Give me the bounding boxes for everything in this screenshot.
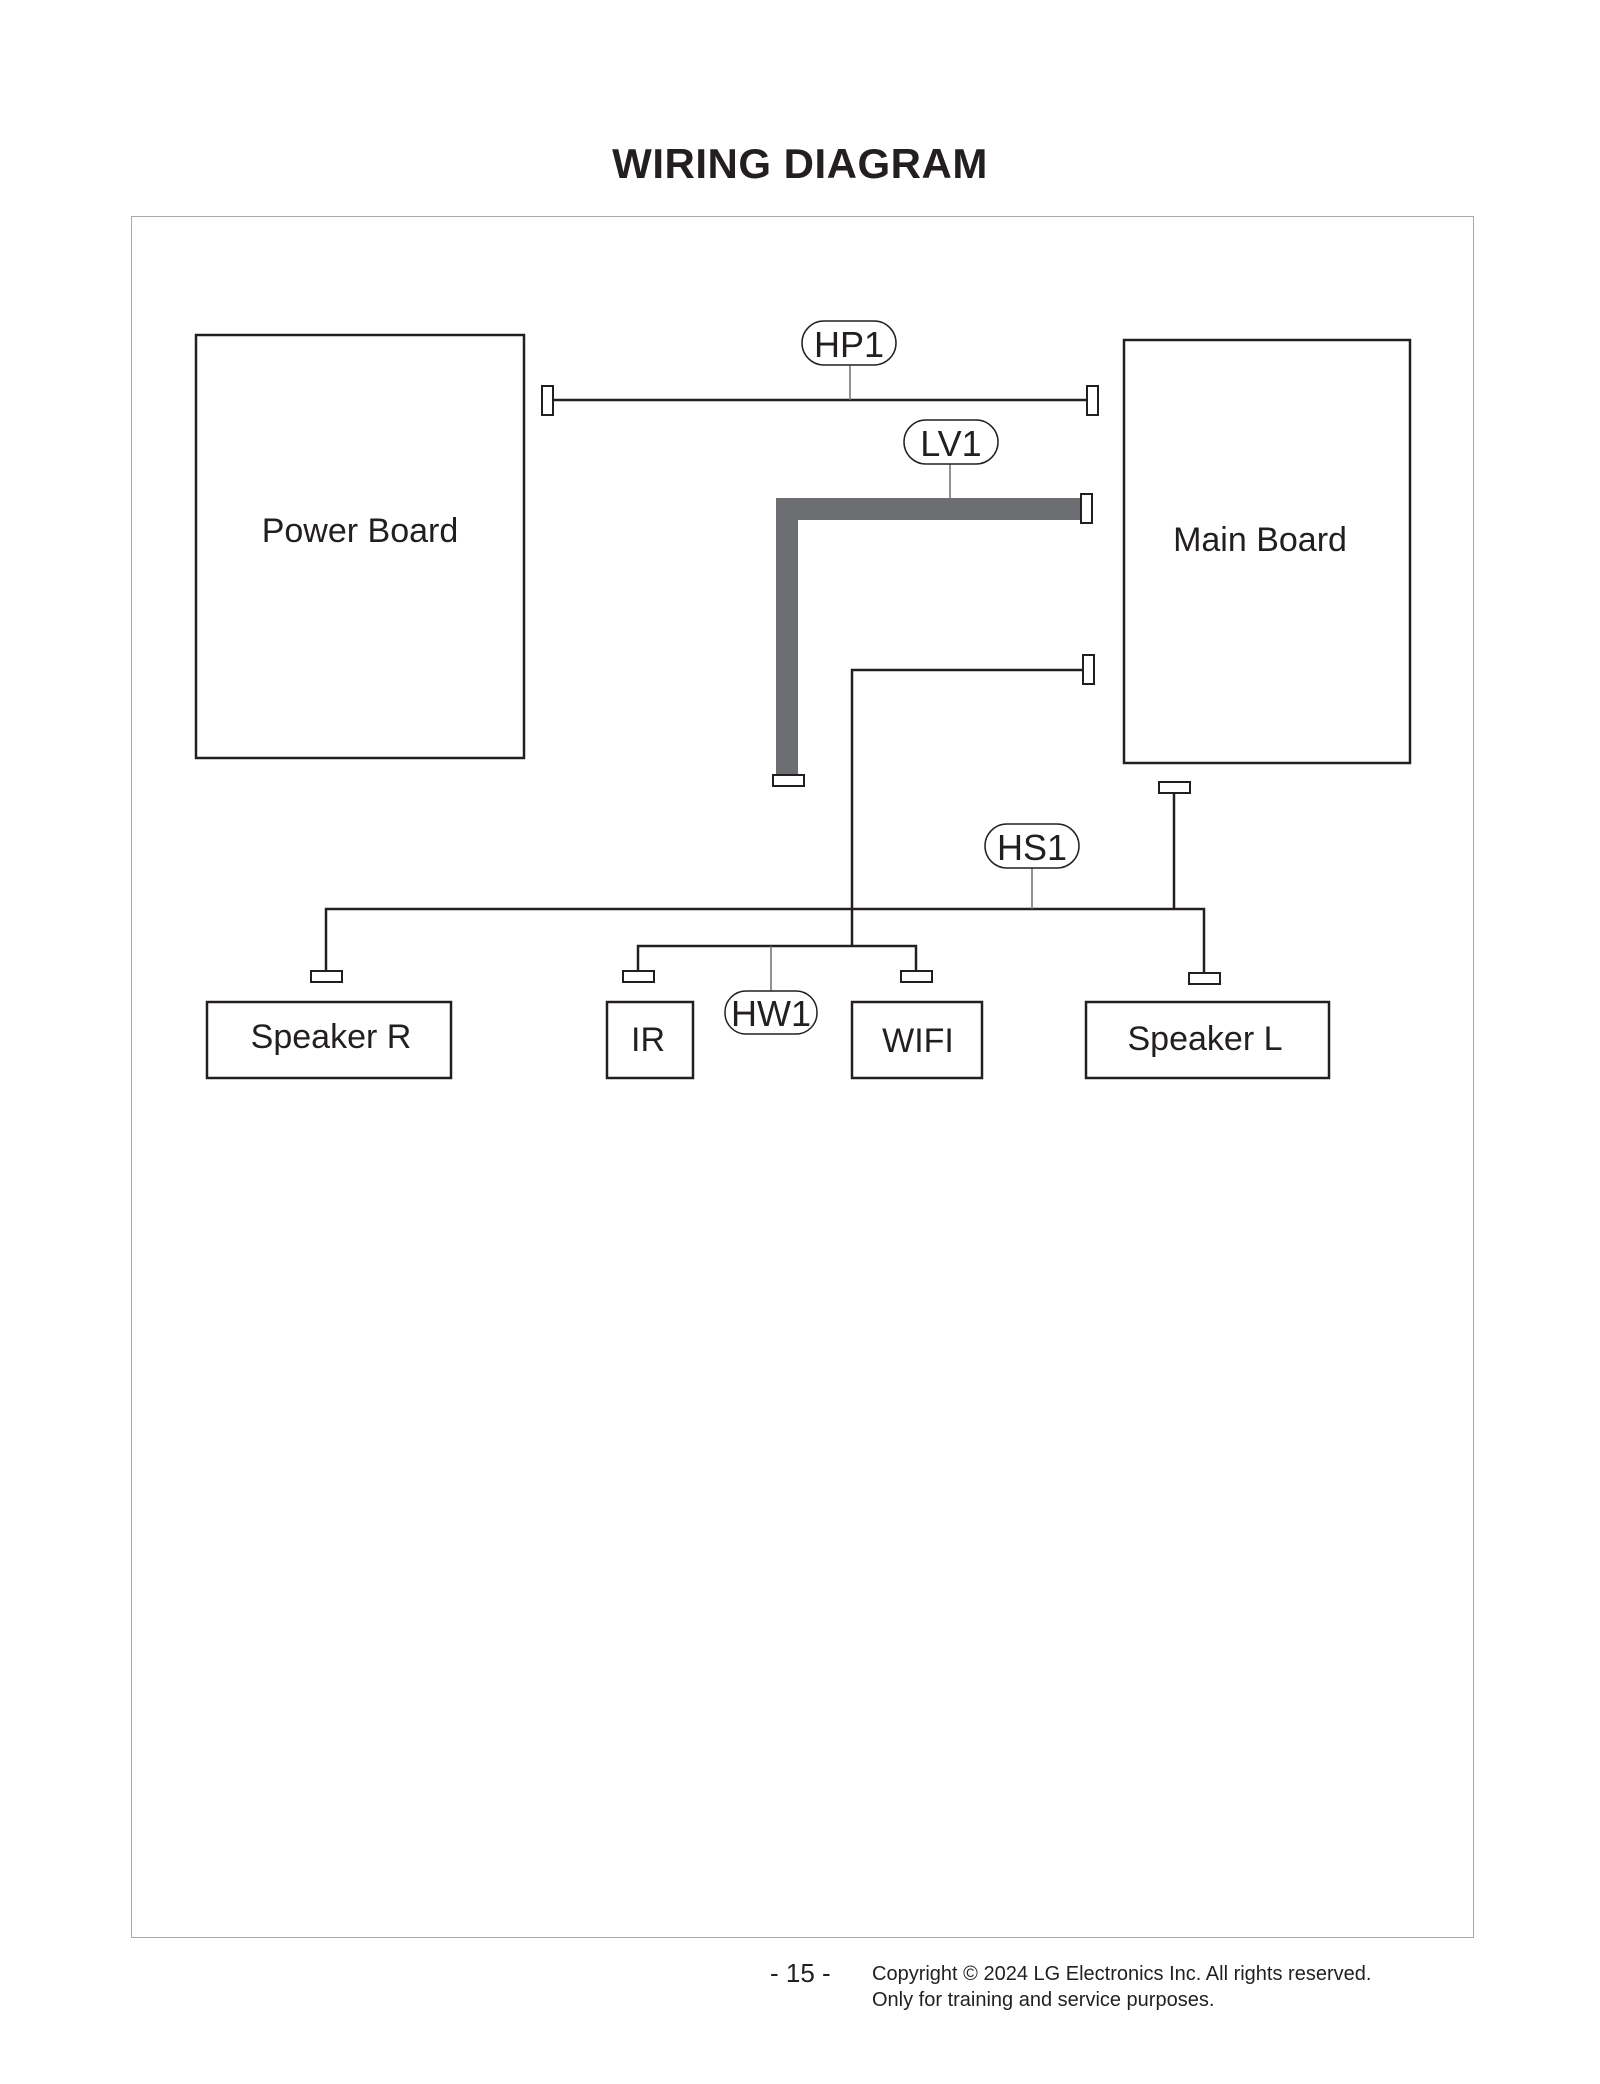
copyright-text: Copyright © 2024 LG Electronics Inc. All… bbox=[872, 1963, 1372, 1985]
hs1-tag: HS1 bbox=[997, 827, 1067, 868]
lv1-tag-outline bbox=[903, 419, 999, 465]
lv1-connector-end bbox=[772, 774, 805, 787]
hs1-connector-speaker-r bbox=[310, 970, 343, 983]
main-board-label: Main Board bbox=[1173, 521, 1347, 559]
diagram-frame bbox=[131, 216, 1474, 1938]
lv1-tag: LV1 bbox=[920, 423, 981, 464]
hs1-wire bbox=[324, 907, 1206, 973]
speaker-r-box bbox=[205, 1000, 453, 1080]
hp1-connector-main bbox=[1086, 385, 1099, 416]
hw1-connector-main bbox=[1082, 654, 1095, 685]
page-number: - 15 - bbox=[770, 1958, 831, 1988]
hw1-tag: HW1 bbox=[731, 993, 811, 1034]
wifi-box bbox=[850, 1000, 984, 1080]
hw1-trunk bbox=[850, 668, 1083, 946]
hs1-connector-speaker-l bbox=[1188, 972, 1221, 985]
wifi-label: WIFI bbox=[882, 1022, 954, 1060]
power-board-box bbox=[194, 333, 526, 760]
hp1-connector-power bbox=[541, 385, 554, 416]
ir-label: IR bbox=[631, 1021, 665, 1059]
hw1-tag-outline bbox=[724, 990, 818, 1035]
speaker-l-box bbox=[1084, 1000, 1331, 1080]
speaker-r-label: Speaker R bbox=[251, 1018, 412, 1056]
page-title: WIRING DIAGRAM bbox=[612, 140, 988, 187]
hp1-tag-outline bbox=[801, 320, 897, 366]
hp1-tag: HP1 bbox=[814, 324, 884, 365]
ir-box bbox=[605, 1000, 695, 1080]
lv1-cable bbox=[776, 498, 1080, 774]
main-board-box bbox=[1122, 338, 1412, 765]
hs1-tag-outline bbox=[984, 823, 1080, 869]
hw1-connector-wifi bbox=[900, 970, 933, 983]
lv1-connector-main bbox=[1080, 493, 1093, 524]
footer-copyright-block: Copyright © 2024 LG Electronics Inc. All… bbox=[872, 1961, 1371, 2013]
power-board-label: Power Board bbox=[262, 512, 459, 550]
hw1-branch bbox=[636, 944, 918, 971]
hs1-connector-main bbox=[1158, 781, 1191, 794]
usage-note: Only for training and service purposes. bbox=[872, 1989, 1215, 2011]
hw1-connector-ir bbox=[622, 970, 655, 983]
speaker-l-label: Speaker L bbox=[1128, 1020, 1283, 1058]
